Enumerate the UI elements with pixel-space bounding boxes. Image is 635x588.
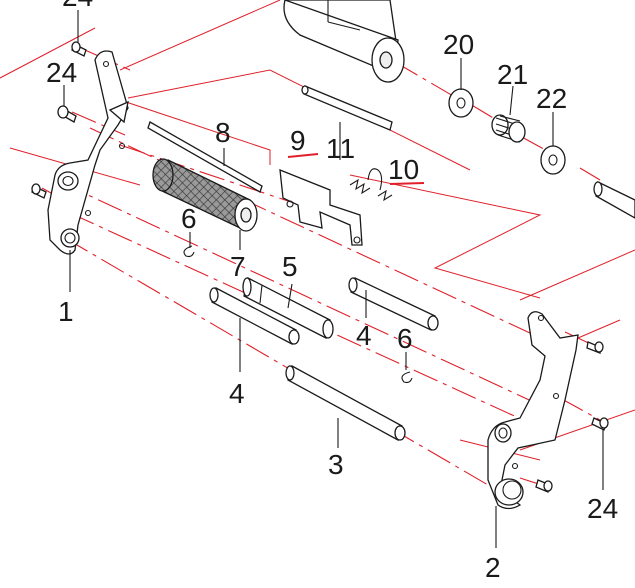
e-clip-right [401, 371, 413, 384]
pin-4-left [209, 287, 300, 345]
callout-8: 8 [215, 117, 231, 148]
washer-22 [540, 145, 566, 175]
pin-3 [285, 365, 406, 441]
callout-2: 2 [485, 552, 501, 583]
right-side-frame [487, 311, 579, 510]
shaft-5 [242, 277, 334, 339]
knurled-roller [152, 158, 258, 232]
callout-24-mid: 24 [46, 57, 77, 88]
callout-9: 9 [290, 125, 306, 156]
spring-10 [349, 168, 393, 202]
callout-20: 20 [443, 29, 474, 60]
callout-leaders [63, 10, 604, 548]
callout-22: 22 [536, 83, 567, 114]
callout-10: 10 [388, 154, 419, 185]
screw-right-low [535, 479, 553, 493]
screw-lower-left [31, 183, 47, 199]
callout-7: 7 [230, 251, 246, 282]
screw-right-mid [591, 417, 609, 431]
shaft-11 [301, 85, 393, 131]
callout-4-right: 4 [356, 320, 372, 351]
callout-24-top: 24 [62, 0, 93, 12]
left-side-frame [47, 50, 129, 255]
washer-20 [448, 88, 474, 118]
screw-mid-left [57, 105, 77, 123]
shaft-8 [147, 121, 263, 193]
underline-10 [389, 182, 425, 185]
screw-right-top [586, 341, 604, 354]
screw-top-left [71, 41, 87, 57]
spring-21 [491, 114, 526, 143]
pin-4-right [348, 277, 439, 331]
callout-24-right: 24 [587, 493, 618, 524]
callout-5: 5 [282, 251, 298, 282]
underline-9 [287, 153, 319, 158]
callout-3: 3 [328, 449, 344, 480]
callout-21: 21 [497, 59, 528, 90]
callout-6-right: 6 [397, 323, 413, 354]
callout-11: 11 [326, 133, 355, 164]
callout-1: 1 [58, 296, 74, 327]
e-clip-left [183, 245, 195, 258]
drive-roller [283, 0, 405, 83]
callout-6-left: 6 [181, 203, 197, 234]
shaft-end-right [593, 181, 635, 219]
bracket-9 [279, 168, 363, 246]
callout-4-left: 4 [229, 378, 245, 409]
